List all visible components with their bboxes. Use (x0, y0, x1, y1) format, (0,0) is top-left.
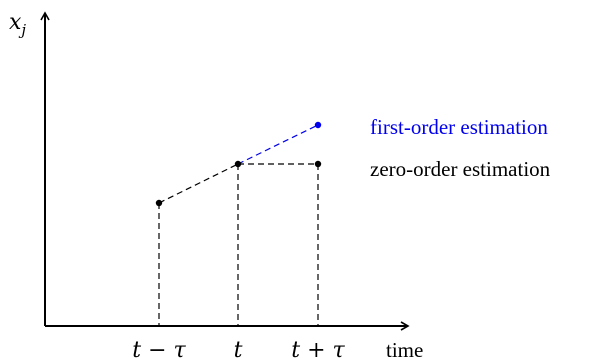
point-t (234, 160, 242, 168)
point-t-minus-tau (155, 199, 163, 207)
tick-label-t-plus-tau: t + τ (291, 338, 345, 358)
point-zero-order (314, 160, 322, 168)
tick-label-t: t (234, 338, 243, 358)
tick-label-t-minus-tau: t − τ (132, 338, 186, 358)
legend-first-order: first-order estimation (370, 115, 548, 139)
y-axis-label: xj (9, 10, 26, 39)
y-axis-label-subscript: j (18, 21, 26, 39)
trend-line (158, 163, 239, 204)
first-order-line (237, 124, 319, 165)
y-axis-label-base: x (9, 10, 22, 35)
tick-labels: t − τ t t + τ (132, 338, 345, 358)
legend-zero-order: zero-order estimation (370, 157, 551, 181)
x-axis-label: time (386, 338, 423, 358)
point-first-order (314, 121, 322, 129)
